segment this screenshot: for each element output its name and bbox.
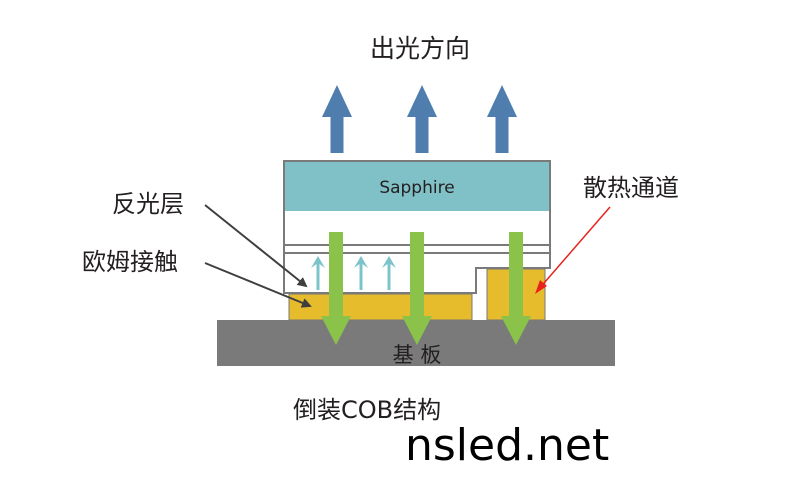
reflected-light-arrows xyxy=(311,256,396,290)
light-direction-arrows xyxy=(322,85,517,153)
light-arrow-icon xyxy=(487,85,517,153)
light-arrow-icon xyxy=(322,85,352,153)
heat-arrow-icon xyxy=(402,232,432,345)
heat-channel-pointer-head xyxy=(535,280,547,294)
reflect-arrow-icon xyxy=(311,256,325,290)
heat-flow-arrows xyxy=(321,232,531,345)
heat-arrow-icon xyxy=(321,232,351,345)
ohmic-contact-pointer xyxy=(204,262,312,308)
ohmic-contact-pad xyxy=(288,293,473,321)
light-direction-title: 出光方向 xyxy=(370,34,471,63)
ohmic-contact-label: 欧姆接触 xyxy=(82,248,178,276)
reflect-arrow-icon xyxy=(382,256,396,290)
heat-arrow-icon xyxy=(501,232,531,345)
light-arrow-icon xyxy=(407,85,437,153)
diagram-caption: 倒装COB结构 xyxy=(293,396,442,424)
reflective-layer-pointer xyxy=(204,204,308,288)
substrate-label: 基 板 xyxy=(393,343,442,367)
sapphire-label: Sapphire xyxy=(379,178,454,198)
reflective-layer-label: 反光层 xyxy=(112,190,184,218)
heat-channel-pointer xyxy=(537,206,611,291)
reflect-arrow-icon xyxy=(354,256,368,290)
heat-channel-label: 散热通道 xyxy=(583,174,679,202)
watermark: nsled.net xyxy=(405,420,610,471)
sapphire-layer xyxy=(285,162,549,211)
